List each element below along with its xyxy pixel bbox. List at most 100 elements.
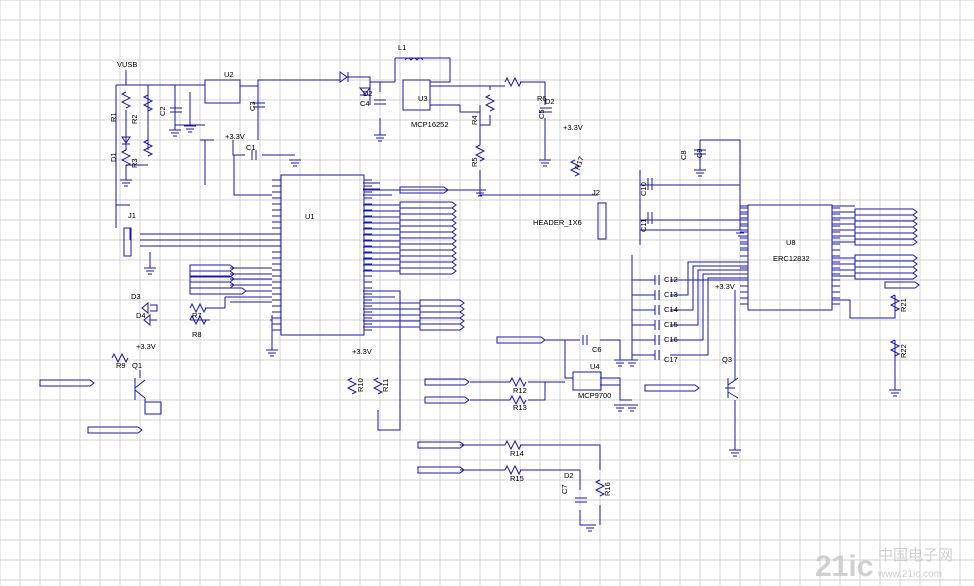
vusb-label: VUSB	[117, 60, 137, 69]
c6-label: C6	[592, 345, 602, 354]
r21-label: R21	[899, 298, 908, 312]
net-flag	[399, 225, 457, 233]
r3-label: R3	[130, 158, 139, 168]
net-flag	[189, 264, 235, 272]
ground-icon	[729, 449, 741, 457]
net-flag	[189, 281, 235, 289]
r12-label: R12	[513, 386, 527, 395]
net-flag	[399, 243, 457, 251]
u3-label: U3	[418, 94, 428, 103]
net-flag	[419, 323, 465, 331]
watermark-url: www.21ic.com	[877, 569, 942, 580]
j1-label: J1	[128, 211, 136, 220]
v33-r10-label: +3.3V	[352, 347, 372, 356]
l1-label: L1	[398, 43, 406, 52]
c11-label: C11	[639, 219, 648, 232]
connectors	[123, 202, 607, 257]
supply-labels: +3.3V +3.3V +3.3V +3.3V +3.3V	[136, 123, 735, 356]
r8-label: R8	[192, 330, 202, 339]
ground-icon	[144, 267, 156, 275]
ground-icon	[120, 179, 132, 187]
net-flag	[854, 266, 918, 274]
net-flag	[399, 207, 457, 215]
r2-label: R2	[130, 114, 139, 124]
d1-label: D1	[109, 152, 118, 162]
c13-label: C13	[664, 290, 678, 299]
r7-label: R7	[192, 311, 202, 320]
d3-label: D3	[131, 292, 141, 301]
u8-lcd-module: U8 ERC12832	[747, 204, 833, 311]
v33-q1-label: +3.3V	[136, 342, 156, 351]
u3-boost-converter: U3 MCP16252	[402, 79, 449, 129]
ground-icon	[169, 129, 181, 137]
d2-near-r6-label: D2	[545, 97, 555, 106]
net-flag	[884, 281, 920, 289]
net-flag	[399, 255, 457, 263]
ground-icon	[626, 404, 638, 412]
c12-label: C12	[664, 275, 678, 284]
diodes	[121, 71, 372, 327]
net-flag	[419, 305, 465, 313]
c5-label: C5	[537, 109, 546, 119]
net-flag	[399, 237, 457, 245]
net-flag	[417, 441, 465, 449]
c4-label: C4	[360, 99, 370, 108]
net-flag	[424, 378, 470, 386]
u2-label: U2	[224, 70, 234, 79]
net-flag	[399, 249, 457, 257]
net-flag	[854, 226, 918, 234]
ground-icon	[539, 159, 551, 167]
inductor-l1	[404, 57, 424, 61]
net-flag	[399, 231, 457, 239]
ground-icon	[184, 125, 196, 133]
ground-icon	[614, 404, 626, 412]
c3-label: C3	[248, 101, 257, 111]
ground-icon	[289, 159, 301, 167]
u2-regulator: U2	[204, 70, 241, 104]
transistors	[134, 370, 739, 415]
net-label-flags	[39, 186, 920, 474]
net-flag	[39, 379, 95, 387]
c16-label: C16	[664, 335, 678, 344]
q1-label: Q1	[132, 361, 142, 370]
net-flag	[854, 214, 918, 222]
r17-label: R17	[573, 155, 586, 171]
ground-icon	[626, 359, 638, 367]
r1-label: R1	[109, 112, 118, 122]
net-flag	[419, 317, 465, 325]
ground-icon	[694, 169, 706, 177]
d4-label: D4	[136, 311, 146, 320]
u1-label: U1	[305, 212, 315, 221]
r22-label: R22	[899, 344, 908, 358]
r14-label: R14	[510, 449, 524, 458]
net-flag	[399, 261, 457, 269]
j2-part: HEADER_1X6	[533, 218, 582, 227]
r10-label: R10	[356, 378, 365, 392]
r6-label: R6	[537, 94, 547, 103]
c17-label: C17	[664, 355, 678, 364]
u4-part: MCP9700	[578, 391, 611, 400]
net-flag	[189, 275, 235, 283]
net-flag	[419, 299, 465, 307]
u8-label: U8	[786, 238, 796, 247]
net-flag	[854, 208, 918, 216]
ground-icon	[734, 229, 746, 237]
r9-label: R9	[116, 361, 126, 370]
net-flag	[854, 260, 918, 268]
u4-temp-sensor: U4 MCP9700	[572, 362, 611, 400]
wires	[115, 57, 896, 526]
component-labels: VUSB L1 D2 C4 C3 C2 R1 R2 D1 R3 R4 R5 R6…	[109, 43, 908, 496]
net-flag	[854, 238, 918, 246]
v33-j2-label: +3.3V	[563, 123, 583, 132]
r11-label: R11	[381, 379, 390, 392]
net-flag	[419, 311, 465, 319]
ground-icon	[614, 359, 626, 367]
ic-pin-ticks	[272, 179, 840, 331]
resistors	[111, 76, 901, 497]
net-flag	[854, 254, 918, 262]
r16-label: R16	[603, 482, 612, 496]
net-flag	[854, 272, 918, 280]
net-flag	[399, 219, 457, 227]
